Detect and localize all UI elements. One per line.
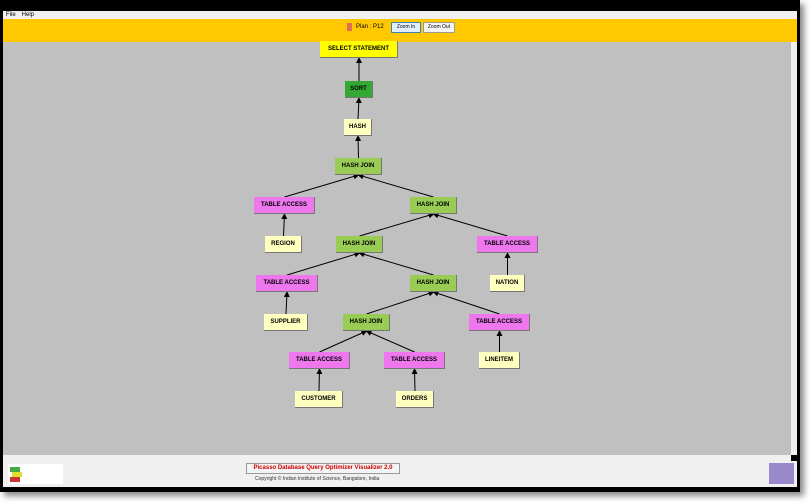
toolbar: Plan : P12 Zoom In Zoom Out <box>3 19 797 42</box>
copyright-text: Copyright © Indian Institute of Science,… <box>255 476 380 482</box>
edge-arrow <box>366 290 435 315</box>
edge-arrow <box>284 173 360 198</box>
plan-node-table-access[interactable]: TABLE ACCESS <box>256 275 318 292</box>
plan-node-sort[interactable]: SORT <box>345 81 373 98</box>
plan-node-select-statement[interactable]: SELECT STATEMENT <box>320 41 398 58</box>
edge-arrow <box>281 213 288 237</box>
app-title-button[interactable]: Picasso Database Query Optimizer Visuali… <box>246 463 400 474</box>
plan-tree-canvas <box>3 42 791 455</box>
plan-color-swatch <box>347 23 352 31</box>
plan-node-hash-join[interactable]: HASH JOIN <box>410 275 457 292</box>
plan-node-table-access[interactable]: TABLE ACCESS <box>469 314 530 331</box>
plan-node-hash-join[interactable]: HASH JOIN <box>336 236 383 253</box>
plan-node-table-access[interactable]: TABLE ACCESS <box>254 197 315 214</box>
edge-arrow <box>411 368 418 392</box>
plan-label: Plan : P12 <box>356 24 384 30</box>
menu-bar: File Help <box>3 11 797 19</box>
edge-arrow <box>359 212 435 237</box>
edge-arrow <box>432 290 500 315</box>
edge-arrow <box>355 135 362 159</box>
edge-arrow <box>355 97 362 120</box>
menu-help[interactable]: Help <box>21 12 35 18</box>
plan-node-table-access[interactable]: TABLE ACCESS <box>289 352 350 369</box>
menu-file[interactable]: File <box>6 12 16 18</box>
plan-node-customer[interactable]: CUSTOMER <box>295 391 343 408</box>
horizontal-scrollbar[interactable] <box>3 455 791 461</box>
plan-node-table-access[interactable]: TABLE ACCESS <box>384 352 445 369</box>
plan-node-lineitem[interactable]: LINEITEM <box>479 352 520 369</box>
plan-node-hash-join[interactable]: HASH JOIN <box>410 197 457 214</box>
footer: Picasso Database Query Optimizer Visuali… <box>3 461 797 487</box>
plan-node-table-access[interactable]: TABLE ACCESS <box>477 236 538 253</box>
dsl-logo-icon <box>10 467 22 482</box>
edge-arrow <box>286 251 361 276</box>
plan-node-orders[interactable]: ORDERS <box>396 391 434 408</box>
application-window: File Help Plan : P12 Zoom In Zoom Out Pic… <box>0 0 800 492</box>
plan-node-nation[interactable]: NATION <box>490 275 525 292</box>
zoom-out-button[interactable]: Zoom Out <box>423 22 455 33</box>
plan-node-hash[interactable]: HASH <box>344 119 372 136</box>
plan-node-supplier[interactable]: SUPPLIER <box>264 314 308 331</box>
zoom-in-button[interactable]: Zoom In <box>391 22 421 33</box>
edge-arrow <box>283 291 290 315</box>
vertical-scrollbar[interactable] <box>791 42 797 455</box>
plan-node-hash-join[interactable]: HASH JOIN <box>335 158 382 175</box>
edge-arrow <box>319 330 368 353</box>
plan-node-region[interactable]: REGION <box>265 236 302 253</box>
dsl-logo <box>8 464 63 484</box>
edge-arrow <box>316 368 323 392</box>
edge-arrow <box>357 173 434 198</box>
iisc-logo <box>769 463 794 484</box>
edge-arrow <box>365 330 415 353</box>
edge-arrow <box>358 251 434 276</box>
edge-arrow <box>432 212 508 237</box>
plan-node-hash-join[interactable]: HASH JOIN <box>343 314 390 331</box>
